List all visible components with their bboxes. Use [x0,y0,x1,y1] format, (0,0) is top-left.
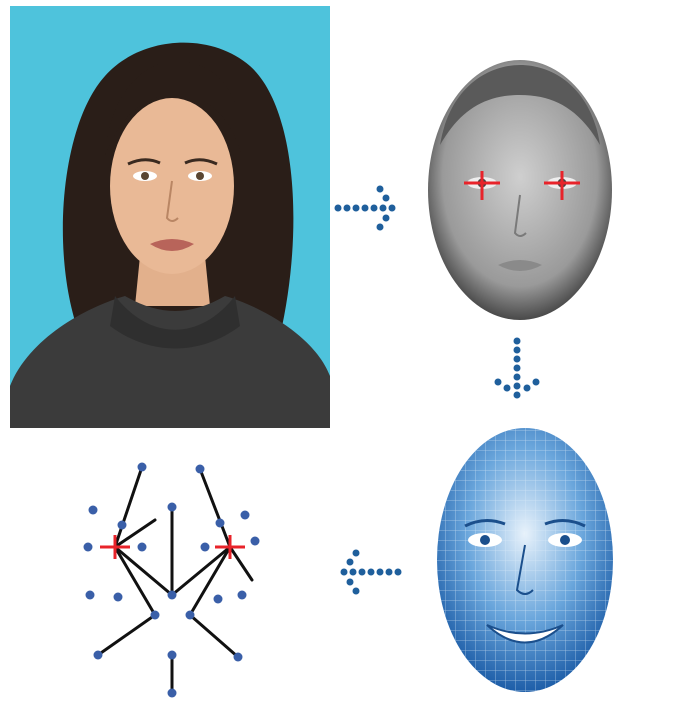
arrow-right-icon [330,178,405,238]
face-mesh-model [425,420,625,700]
arrow-down-icon [485,335,550,407]
grayscale-face-eye-localization [420,55,620,325]
facial-landmark-graph [60,455,300,705]
input-portrait-photo [10,6,330,428]
arrow-left-icon [330,540,405,605]
